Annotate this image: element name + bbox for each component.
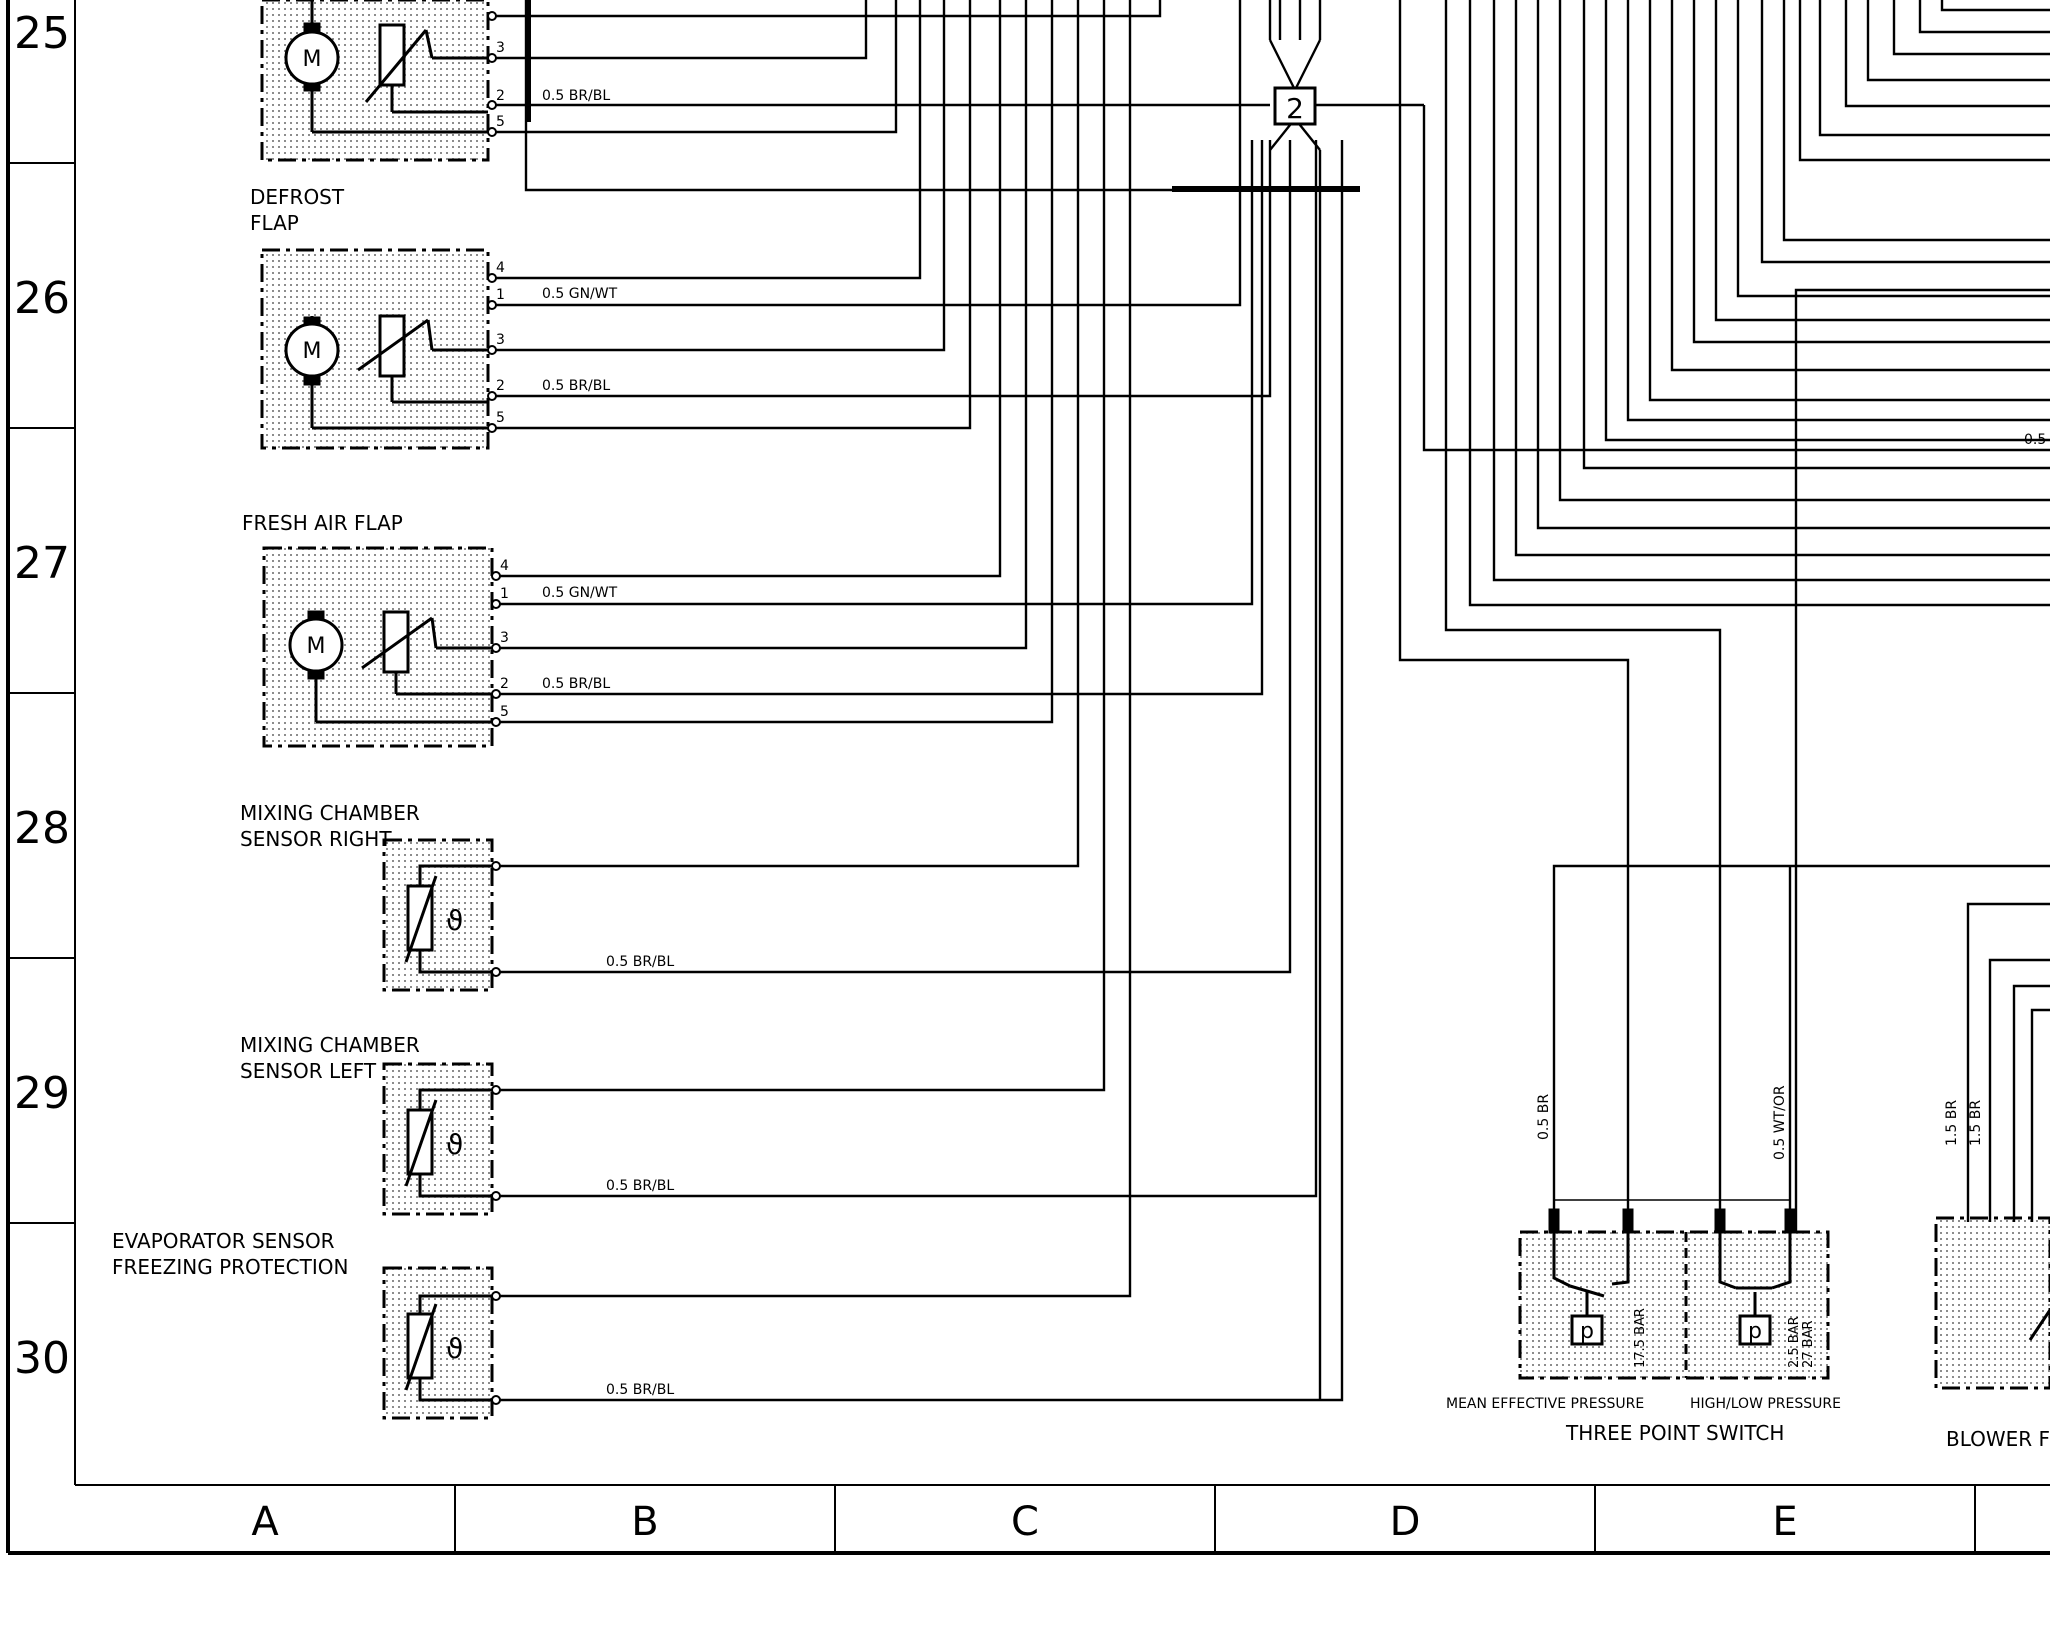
- pin-label: 1: [500, 586, 509, 602]
- pressure-symbols: p p: [1580, 1319, 1762, 1344]
- pin-label: 3: [496, 332, 505, 348]
- wire-label: 0.5 BR/BL: [606, 1178, 674, 1194]
- wire-label: 0.5 BR/BL: [606, 954, 674, 970]
- row-number-26: 26: [14, 273, 70, 324]
- pressure-value: 2.5 BAR: [1787, 1316, 1802, 1368]
- wire-label: 0.5: [2024, 432, 2046, 448]
- pressure-values: 17.5 BAR 2.5 BAR 27 BAR: [1633, 1308, 1816, 1368]
- connector-2-label: 2: [1286, 92, 1304, 125]
- wire-labels: 0.5 BR/BL 0.5 GN/WT 0.5 BR/BL 0.5 GN/WT …: [542, 88, 2046, 1398]
- wire-label: 0.5 BR: [1536, 1094, 1552, 1140]
- column-letter-d: D: [1390, 1499, 1421, 1545]
- frame: [6, 0, 2050, 1555]
- column-letters: A B C D E: [251, 1499, 1797, 1545]
- pin-terminals: [487, 11, 501, 1405]
- pressure-value: 17.5 BAR: [1633, 1308, 1648, 1368]
- motor-label: M: [303, 47, 322, 72]
- pin-numbers: 3 2 5 4 1 3 2 5 4 1 3 2 5: [496, 40, 509, 720]
- wire-label: 0.5 GN/WT: [542, 286, 618, 302]
- wires: [492, 0, 2050, 1402]
- pin-label: 3: [500, 630, 509, 646]
- motor-icon: [288, 610, 344, 722]
- motor-label: M: [303, 339, 322, 364]
- wire-label: 0.5 BR/BL: [542, 378, 610, 394]
- row-number-28: 28: [14, 803, 70, 854]
- motor-icon: [284, 316, 340, 428]
- column-letter-c: C: [1011, 1499, 1039, 1545]
- row-number-27: 27: [14, 538, 70, 589]
- row-number-29: 29: [14, 1068, 70, 1119]
- sensor-icons: [404, 864, 492, 1402]
- defrost-flap-title-line2: FLAP: [250, 211, 299, 235]
- thermistor-icon: [404, 864, 492, 974]
- row-number-30: 30: [14, 1333, 70, 1384]
- motor-label: M: [307, 634, 326, 659]
- pressure-icon: p: [1748, 1319, 1762, 1344]
- wire-label: 0.5 BR/BL: [606, 1382, 674, 1398]
- mean-effective-pressure-label: MEAN EFFECTIVE PRESSURE: [1446, 1396, 1644, 1412]
- sensor-symbols: ϑ ϑ ϑ: [446, 904, 463, 1365]
- component-titles: DEFROST FLAP FRESH AIR FLAP MIXING CHAMB…: [112, 185, 2050, 1451]
- evaporator-sensor-title: EVAPORATOR SENSOR: [112, 1229, 335, 1253]
- motor-labels: M M M: [303, 47, 326, 659]
- switch-subtitles: MEAN EFFECTIVE PRESSURE HIGH/LOW PRESSUR…: [1446, 1396, 1841, 1412]
- mixing-chamber-left-title: MIXING CHAMBER: [240, 1033, 420, 1057]
- motor-leads: [312, 130, 492, 724]
- temperature-icon: ϑ: [446, 904, 463, 937]
- potentiometer-icons: [357, 23, 492, 696]
- pin-label: 1: [496, 287, 505, 303]
- pin-label: 3: [496, 40, 505, 56]
- wire-label: 0.5 GN/WT: [542, 585, 618, 601]
- connector-2: 2: [1273, 86, 1317, 126]
- potentiometer-icon: [361, 610, 492, 696]
- potentiometer-icon: [364, 23, 488, 114]
- high-low-pressure-label: HIGH/LOW PRESSURE: [1690, 1396, 1841, 1412]
- temperature-icon: ϑ: [446, 1128, 463, 1161]
- three-point-switch: [1548, 1208, 1796, 1378]
- pin-label: 5: [496, 410, 505, 426]
- pin-label: 5: [496, 114, 505, 130]
- wire-label: 1.5 BR: [1944, 1100, 1960, 1146]
- row-numbers: 25 26 27 28 29 30: [14, 8, 70, 1384]
- pin-label: 2: [500, 676, 509, 692]
- temperature-icon: ϑ: [446, 1332, 463, 1365]
- blower-title: BLOWER F: [1946, 1427, 2050, 1451]
- wire-label: 0.5 BR/BL: [542, 88, 610, 104]
- fresh-air-flap-title: FRESH AIR FLAP: [242, 511, 403, 535]
- mixing-chamber-right-title: MIXING CHAMBER: [240, 801, 420, 825]
- three-point-switch-title: THREE POINT SWITCH: [1565, 1421, 1784, 1445]
- pin-label: 4: [496, 260, 505, 276]
- wire-label: 0.5 WT/OR: [1772, 1085, 1788, 1160]
- pin-label: 2: [496, 88, 505, 104]
- pin-label: 4: [500, 558, 509, 574]
- pin-label: 2: [496, 378, 505, 394]
- defrost-flap-title: DEFROST: [250, 185, 345, 209]
- pressure-icon: p: [1580, 1319, 1594, 1344]
- thermistor-icon: [404, 1088, 492, 1198]
- motor-icons: [284, 0, 344, 722]
- wire-label: 0.5 BR/BL: [542, 676, 610, 692]
- component-boxes: [260, 0, 2050, 1420]
- mixing-chamber-right-title-line2: SENSOR RIGHT: [240, 827, 392, 851]
- column-letter-e: E: [1772, 1499, 1797, 1545]
- column-letter-b: B: [631, 1499, 658, 1545]
- bus-bars: [525, 0, 1360, 192]
- column-letter-a: A: [251, 1499, 279, 1545]
- mixing-chamber-left-title-line2: SENSOR LEFT: [240, 1059, 377, 1083]
- row-number-25: 25: [14, 8, 70, 59]
- wire-label: 1.5 BR: [1968, 1100, 1984, 1146]
- evaporator-sensor-title-line2: FREEZING PROTECTION: [112, 1255, 348, 1279]
- pressure-value: 27 BAR: [1801, 1320, 1816, 1368]
- potentiometer-icon: [357, 314, 488, 404]
- pin-label: 5: [500, 704, 509, 720]
- motor-icon: [284, 0, 340, 132]
- thermistor-icon: [404, 1294, 492, 1402]
- blower-box: [2028, 1309, 2050, 1341]
- vertical-wire-labels: 0.5 BR 0.5 WT/OR 1.5 BR 1.5 BR: [1536, 1085, 1984, 1160]
